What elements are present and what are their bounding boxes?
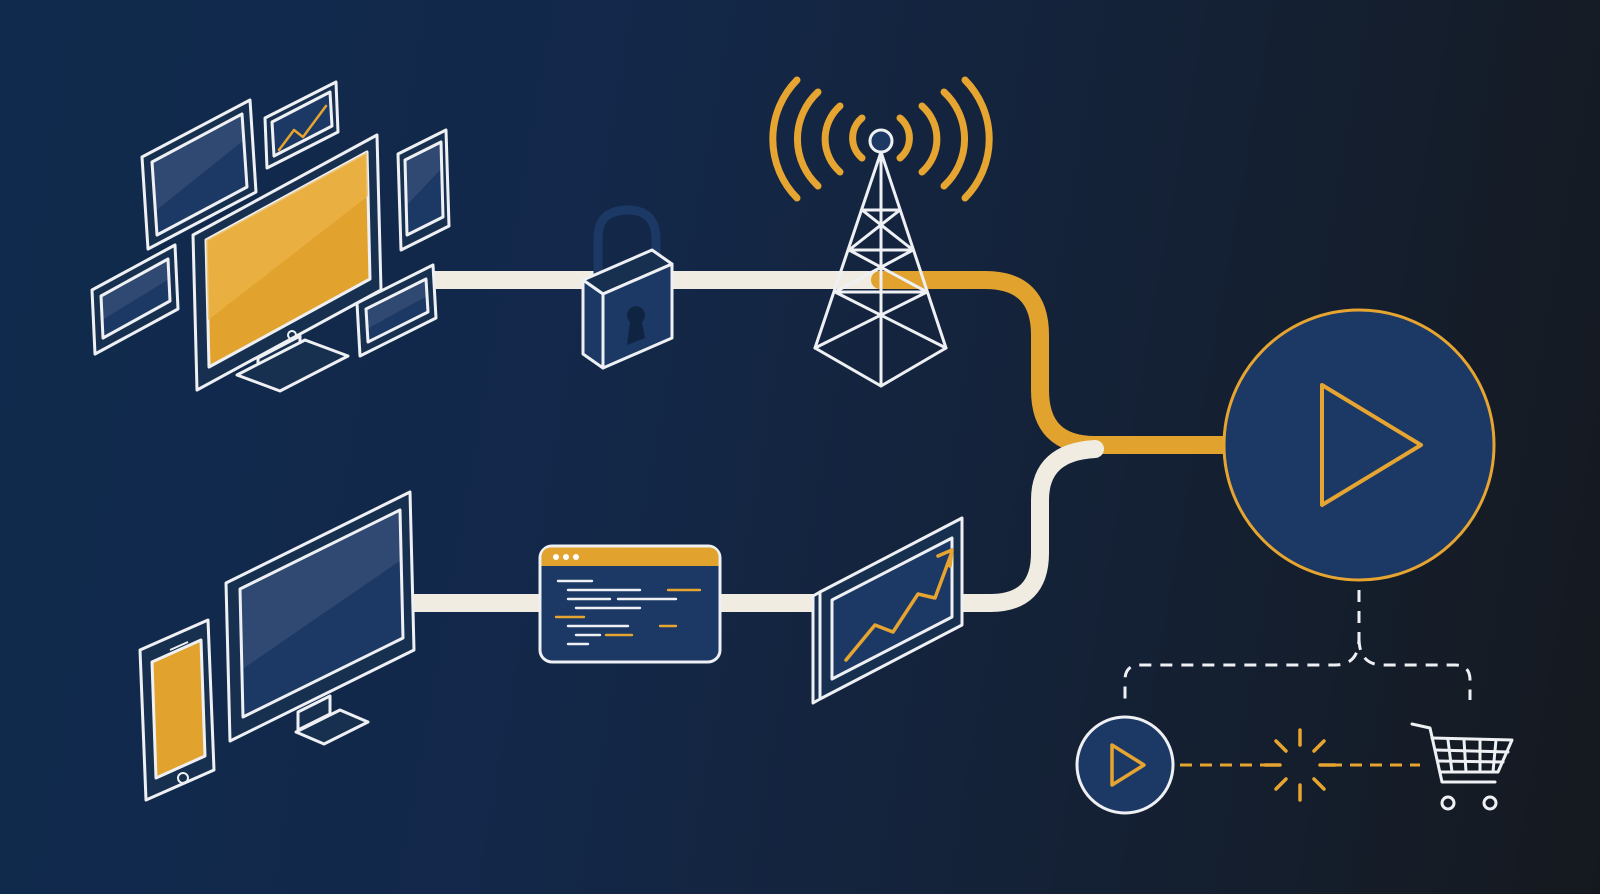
phone-icon: [396, 128, 451, 252]
tablet-small-icon: [90, 243, 180, 356]
main-monitor-icon: [191, 133, 383, 393]
dashed-branch-hub-to-outputs: [1123, 590, 1472, 700]
desktop-phone-icon: [138, 490, 416, 802]
browser-code-icon: [538, 544, 722, 664]
desktop-monitor-icon: [224, 490, 416, 746]
phone-icon: [138, 618, 216, 802]
lock-icon: [581, 205, 674, 370]
signal-waves: [769, 76, 993, 202]
tablet-small-icon-2: [355, 263, 438, 358]
tablet-landscape-icon: [140, 98, 258, 251]
line-chart-to-hub: [951, 440, 1104, 612]
small-play-circle-icon: [1075, 715, 1175, 815]
sparkle-icon: [1263, 728, 1337, 802]
chart-card-icon: [263, 80, 340, 170]
line-tower-to-hub: [871, 271, 1239, 454]
play-circle-icon: [1222, 308, 1496, 582]
antenna-tower-icon: [769, 76, 993, 388]
trend-chart-icon: [811, 516, 964, 705]
cart-icon: [1410, 722, 1514, 811]
monitor-with-devices-icon: [90, 80, 451, 393]
